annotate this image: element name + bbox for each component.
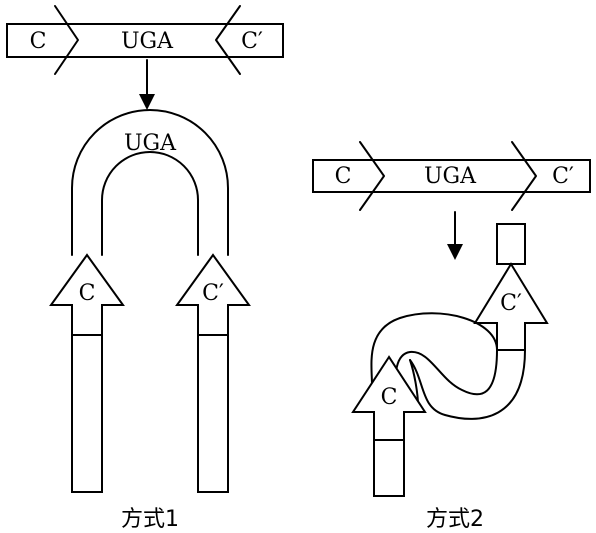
sfold-upper-tail: [496, 223, 526, 265]
top-strand-middle-label: UGA: [121, 29, 174, 54]
arrow-down-icon: [447, 211, 463, 260]
top-strand-right-label: C′: [241, 29, 263, 54]
method2-strand-left-chevron: [359, 141, 385, 211]
sfold-lower-arrow-label: C: [381, 385, 398, 410]
method2-strand-left-label: C: [335, 164, 352, 189]
sfold-lower-tail: [373, 439, 405, 497]
top-strand: C UGA C′: [6, 5, 284, 75]
hairpin-inner-arc: [101, 151, 199, 256]
sfold-upper-arrowhead: [473, 262, 549, 351]
hairpin-right-stem: [197, 334, 229, 493]
hairpin-right-arrowhead: [175, 253, 251, 336]
method1-caption: 方式1: [121, 507, 179, 532]
hairpin-left-arrowhead: [49, 253, 125, 336]
method2-sfold: C′ C: [351, 223, 549, 497]
method2-caption: 方式2: [426, 507, 484, 532]
top-strand-bar: [6, 23, 284, 58]
method2-strand-right-chevron: [511, 141, 537, 211]
sfold-tube-outer-edge: [409, 349, 526, 420]
sfold-upper-arrow-label: C′: [500, 291, 522, 316]
hairpin-left-arrow-label: C: [79, 281, 96, 306]
arrow-down-icon: [139, 59, 155, 110]
top-strand-left-label: C: [30, 29, 47, 54]
sfold-tube-inner-edge: [394, 349, 498, 396]
sfold-tube-top-edge: [370, 312, 498, 386]
method2-strand-right-label: C′: [552, 164, 574, 189]
top-strand-left-chevron: [54, 5, 79, 75]
top-strand-right-chevron: [215, 5, 241, 75]
method2-strand-middle-label: UGA: [424, 164, 477, 189]
hairpin-left-stem: [71, 334, 103, 493]
hairpin-outer-arc: [71, 109, 229, 256]
method2-strand: C UGA C′: [312, 141, 591, 211]
method1-hairpin: UGA C C′: [49, 109, 251, 493]
hairpin-right-arrow-label: C′: [202, 281, 224, 306]
hairpin-loop-label: UGA: [124, 131, 177, 156]
method2-strand-bar: [312, 159, 591, 193]
